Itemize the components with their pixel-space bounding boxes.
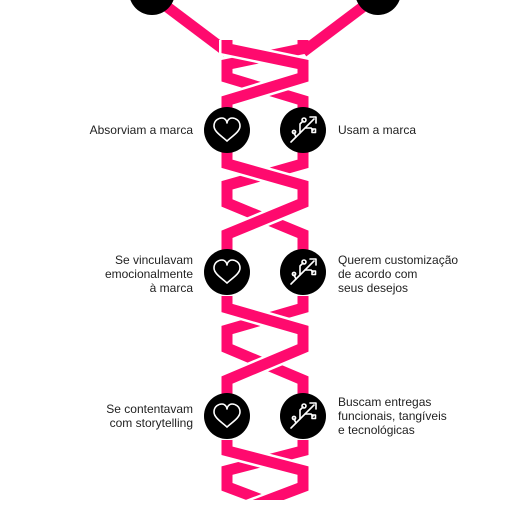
ribbon-strand-b-2 xyxy=(221,152,309,250)
usb-icon xyxy=(290,258,317,285)
ribbon-braid-4 xyxy=(219,440,311,505)
left-label-row-2-line-2: emocionalmente xyxy=(104,267,193,281)
usb-icon xyxy=(290,116,317,143)
usb-icon xyxy=(290,0,295,3)
right-label-row-3-line-3: e tecnológicas xyxy=(338,423,415,437)
left-label-row-3-line-1: Se contentavam xyxy=(106,402,193,416)
ribbon-braid-1 xyxy=(219,40,311,112)
right-label-row-3: Buscam entregas funcionais, tangíveis e … xyxy=(338,395,447,437)
left-label-row-3-line-2: com storytelling xyxy=(109,416,193,430)
right-label-row-2-line-1: Querem customização xyxy=(338,253,459,267)
ribbon-strand-a-2 xyxy=(221,152,309,250)
usb-node-bg-0 xyxy=(356,0,400,15)
left-label-row-3: Se contentavam com storytelling xyxy=(106,402,193,430)
left-label-row-1: Absorviam a marca xyxy=(89,123,193,137)
heart-icon xyxy=(213,117,241,142)
ribbon-strand-b-3 xyxy=(221,296,309,396)
ribbon-strand-b-1 xyxy=(221,40,309,112)
heart-node-bg-3 xyxy=(204,393,250,439)
right-label-row-3-line-2: funcionais, tangíveis xyxy=(338,409,447,423)
usb-icon xyxy=(290,402,317,429)
heart-node-bg-0 xyxy=(130,0,174,15)
ribbon-strand-a-1 xyxy=(221,40,309,112)
ribbon-strand-b-4 xyxy=(221,440,309,505)
right-label-row-2-line-2: de acordo com xyxy=(338,267,418,281)
right-label-row-3-line-1: Buscam entregas xyxy=(338,395,432,409)
left-label-row-2-line-1: Se vinculavam xyxy=(114,253,193,267)
heart-icon xyxy=(213,403,241,428)
left-label-row-2-line-3: à marca xyxy=(149,281,193,295)
heart-icon xyxy=(224,0,230,2)
ribbon-braid-3 xyxy=(219,296,311,396)
heart-node-bg-1 xyxy=(204,107,250,153)
ribbon-braid-2 xyxy=(219,152,311,250)
heart-node-bg-2 xyxy=(204,249,250,295)
left-label-row-2: Se vinculavam emocionalmente à marca xyxy=(105,253,193,295)
right-label-row-1: Usam a marca xyxy=(338,123,417,137)
ribbon-strand-a-4 xyxy=(221,440,309,505)
heart-icon xyxy=(213,259,241,284)
ribbon-strand-a-3 xyxy=(221,296,309,396)
right-label-row-2: Querem customização de acordo com seus d… xyxy=(338,253,458,295)
right-label-row-2-line-3: seus desejos xyxy=(338,281,409,295)
